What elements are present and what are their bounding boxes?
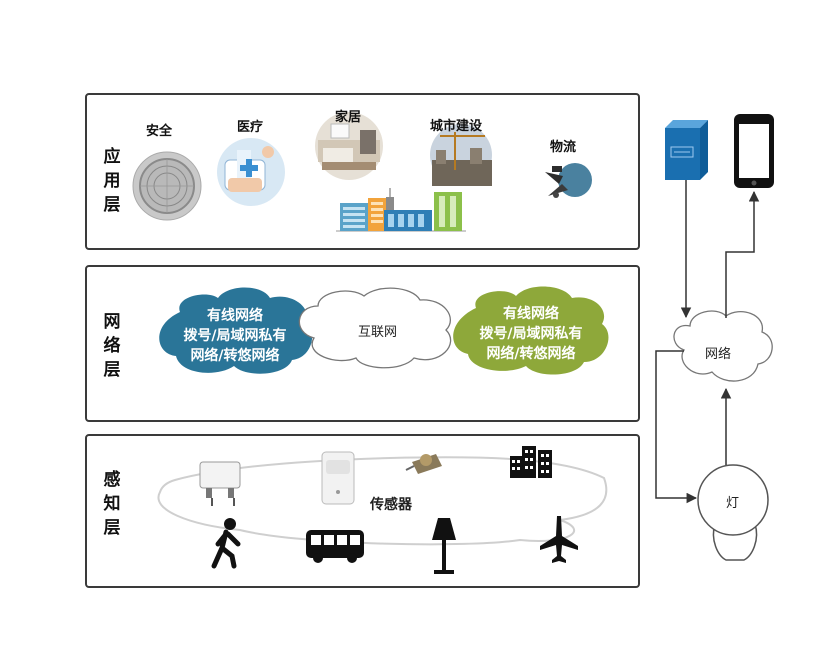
motion-detector-icon (321, 451, 355, 505)
security-label: 安全 (146, 124, 173, 139)
smartphone-icon[interactable] (734, 114, 774, 188)
server-icon (665, 120, 708, 180)
medical-label: 医疗 (237, 120, 264, 135)
perception-layer-title: 感知层 (100, 468, 124, 540)
buildings-icon (510, 446, 552, 478)
network-layer-title-text: 网络层 (103, 312, 121, 380)
network-to-lamp-arrow (655, 350, 698, 504)
medical-image (217, 138, 285, 206)
city-buildings-image (336, 188, 466, 232)
right-cloud-text: 有线网络 拨号/局域网私有 网络/转悠网络 (479, 306, 583, 362)
sensor-ring (157, 456, 608, 546)
internet-cloud (298, 287, 452, 369)
airplane-icon (540, 516, 578, 563)
application-layer-title: 应用层 (100, 145, 124, 217)
bus-icon (306, 530, 364, 563)
lamp-bulb[interactable] (697, 464, 769, 561)
logistics-image (540, 154, 594, 208)
internet-cloud-text: 互联网 (358, 325, 398, 340)
application-layer-box (85, 93, 640, 250)
wired-network-cloud-right (453, 286, 609, 375)
home-label: 家居 (335, 110, 362, 125)
walking-person-icon (211, 518, 241, 569)
application-layer-title-text: 应用层 (103, 147, 121, 215)
network-layer-title: 网络层 (100, 310, 124, 382)
lamp-label: 灯 (726, 496, 740, 511)
left-cloud-text: 有线网络 拨号/局域网私有 网络/转悠网络 (183, 308, 287, 364)
perception-layer-box (85, 434, 640, 588)
security-image (132, 151, 202, 221)
sensor-label: 传感器 (370, 497, 412, 513)
floor-lamp-icon (432, 518, 456, 574)
connectors (655, 180, 760, 504)
perception-layer-title-text: 感知层 (103, 470, 121, 538)
network-to-phone-arrow (725, 190, 760, 318)
city-label: 城市建设 (430, 119, 483, 134)
logistics-label: 物流 (550, 140, 577, 155)
home-image (315, 112, 383, 180)
pressure-sensor-icon (199, 461, 241, 506)
network-layer-box (85, 265, 640, 422)
temperature-probe-icon (405, 454, 442, 474)
network-label: 网络 (705, 347, 732, 362)
wired-network-cloud-left (159, 287, 313, 374)
city-construction-image (430, 124, 492, 186)
